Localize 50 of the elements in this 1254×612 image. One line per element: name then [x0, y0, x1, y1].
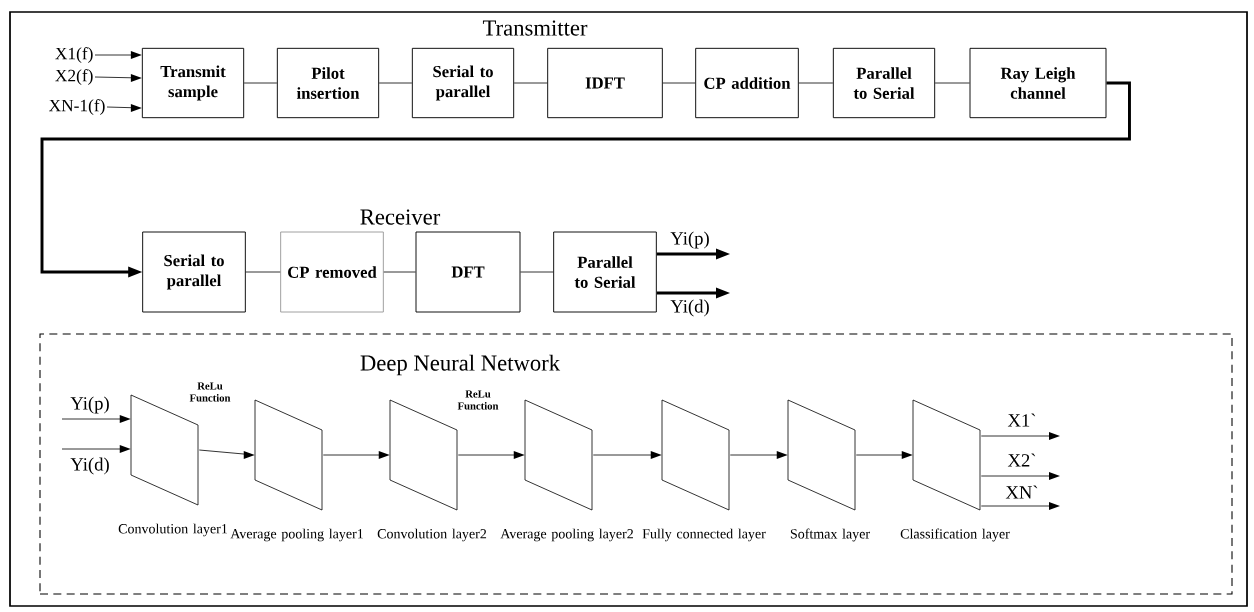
layer-caption: Convolution layer2 — [377, 528, 487, 542]
process-box: DFT — [415, 231, 521, 313]
arrow — [198, 449, 255, 459]
process-box: Ray Leigh channel — [969, 47, 1107, 119]
layer-caption: Fully connected layer — [642, 528, 766, 542]
arrow — [980, 432, 1060, 440]
arrow — [457, 451, 525, 459]
process-box: Pilot insertion — [276, 47, 380, 119]
process-box: CP removed — [280, 231, 384, 313]
annotation: ReLu Function — [457, 390, 499, 410]
arrow — [855, 451, 913, 459]
group-title: Deep Neural Network — [360, 354, 561, 376]
edge-label: Yi(p) — [670, 231, 709, 249]
input-label: X1(f) — [55, 47, 93, 63]
arrow — [61, 445, 131, 453]
section-title: Transmitter — [482, 20, 588, 36]
edge-label: Yi(d) — [70, 457, 109, 475]
process-box: CP addition — [695, 47, 799, 119]
layer-caption: Softmax layer — [790, 528, 870, 542]
annotation: ReLu Function — [189, 382, 231, 402]
arrow — [729, 451, 788, 459]
input-label: X2(f) — [55, 69, 93, 85]
arrow — [94, 51, 142, 59]
edge-label: XN` — [1005, 485, 1038, 499]
process-box: Serial to parallel — [411, 47, 515, 119]
layer-caption: Classification layer — [900, 528, 1010, 542]
edge-label: Yi(d) — [670, 299, 709, 317]
arrow — [980, 472, 1060, 480]
edge-label: X2` — [1007, 453, 1036, 467]
arrow — [656, 248, 730, 260]
layer-caption: Convolution layer1 — [118, 523, 227, 537]
arrow — [322, 451, 390, 459]
input-label: XN-1(f) — [49, 99, 105, 115]
edge-label: Yi(p) — [70, 396, 109, 414]
process-box: IDFT — [547, 47, 663, 119]
layer-caption: Average pooling layer1 — [230, 528, 363, 542]
section-title: Receiver — [360, 209, 441, 225]
process-box: Parallel to Serial — [553, 231, 657, 313]
arrow — [980, 502, 1060, 510]
process-box: Serial to parallel — [142, 231, 246, 313]
edge-label: X1` — [1007, 413, 1036, 427]
process-box: Transmit sample — [141, 47, 245, 119]
layer-caption: Average pooling layer2 — [500, 528, 633, 542]
arrow — [94, 74, 142, 82]
arrow — [106, 104, 142, 112]
arrow — [592, 451, 662, 459]
arrow — [40, 81, 1131, 278]
process-box: Parallel to Serial — [832, 47, 936, 119]
arrow — [61, 415, 131, 423]
arrow — [656, 287, 730, 299]
